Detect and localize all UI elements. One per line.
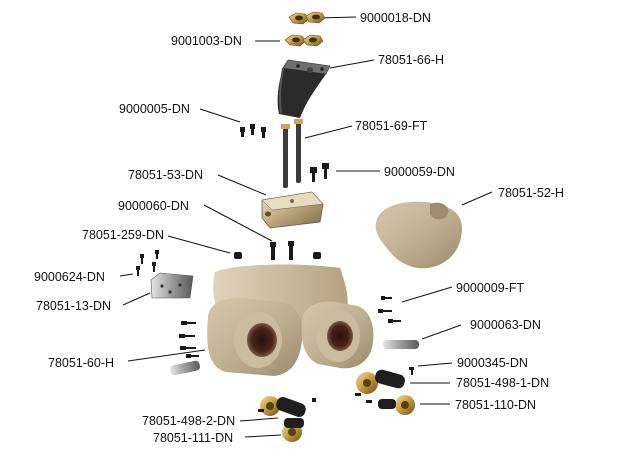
hex-nut-top [288, 11, 326, 25]
mount-plate [150, 272, 194, 299]
leader-lines [119, 16, 493, 438]
screws-pelvis-left [179, 321, 199, 358]
knob-left [282, 418, 304, 442]
screws-right [378, 296, 401, 323]
label-screws-plate: 9000624-DN [34, 270, 105, 284]
small-screw [409, 367, 414, 375]
label-cover-shell: 78051-52-H [498, 186, 565, 200]
screws-bracket [234, 241, 321, 260]
label-neck-piece: 78051-66-H [378, 53, 445, 67]
bolts-right [310, 163, 329, 182]
label-knob-right: 78051-110-DN [455, 398, 537, 412]
label-bolts-right: 9000059-DN [384, 165, 455, 179]
label-hip-joint-right: 78051-498-1-DN [456, 376, 550, 390]
knob-right [366, 395, 415, 415]
label-rods: 78051-69-FT [355, 119, 428, 133]
pin-left [170, 360, 200, 376]
hip-joint-right [355, 369, 405, 396]
label-knob-left: 78051-111-DN [153, 431, 234, 445]
label-screws-right: 9000009-FT [456, 281, 525, 295]
label-nut-mid: 9001003-DN [171, 34, 242, 48]
cover-shell [375, 201, 462, 269]
bracket [261, 191, 324, 229]
label-pin: 9000063-DN [470, 318, 541, 332]
pin-right [383, 340, 419, 349]
hex-nut-mid [284, 34, 324, 47]
label-nut-top: 9000018-DN [360, 11, 431, 25]
label-screws-pelvis: 78051-259-DN [82, 228, 164, 242]
label-small-screw: 9000345-DN [457, 356, 528, 370]
label-screws-top: 9000005-DN [119, 102, 190, 116]
hip-joint-left [258, 396, 316, 418]
label-screws-bracket: 9000060-DN [118, 199, 189, 213]
label-pelvis: 78051-60-H [48, 356, 115, 370]
label-plate: 78051-13-DN [36, 299, 112, 313]
pelvis-body [207, 264, 374, 376]
screws-plate [136, 250, 159, 276]
neck-piece [277, 59, 331, 118]
label-hip-joint-left: 78051-498-2-DN [142, 414, 236, 428]
threaded-rods [281, 119, 303, 188]
label-bracket: 78051-53-DN [128, 168, 204, 182]
screws-top [240, 124, 266, 138]
